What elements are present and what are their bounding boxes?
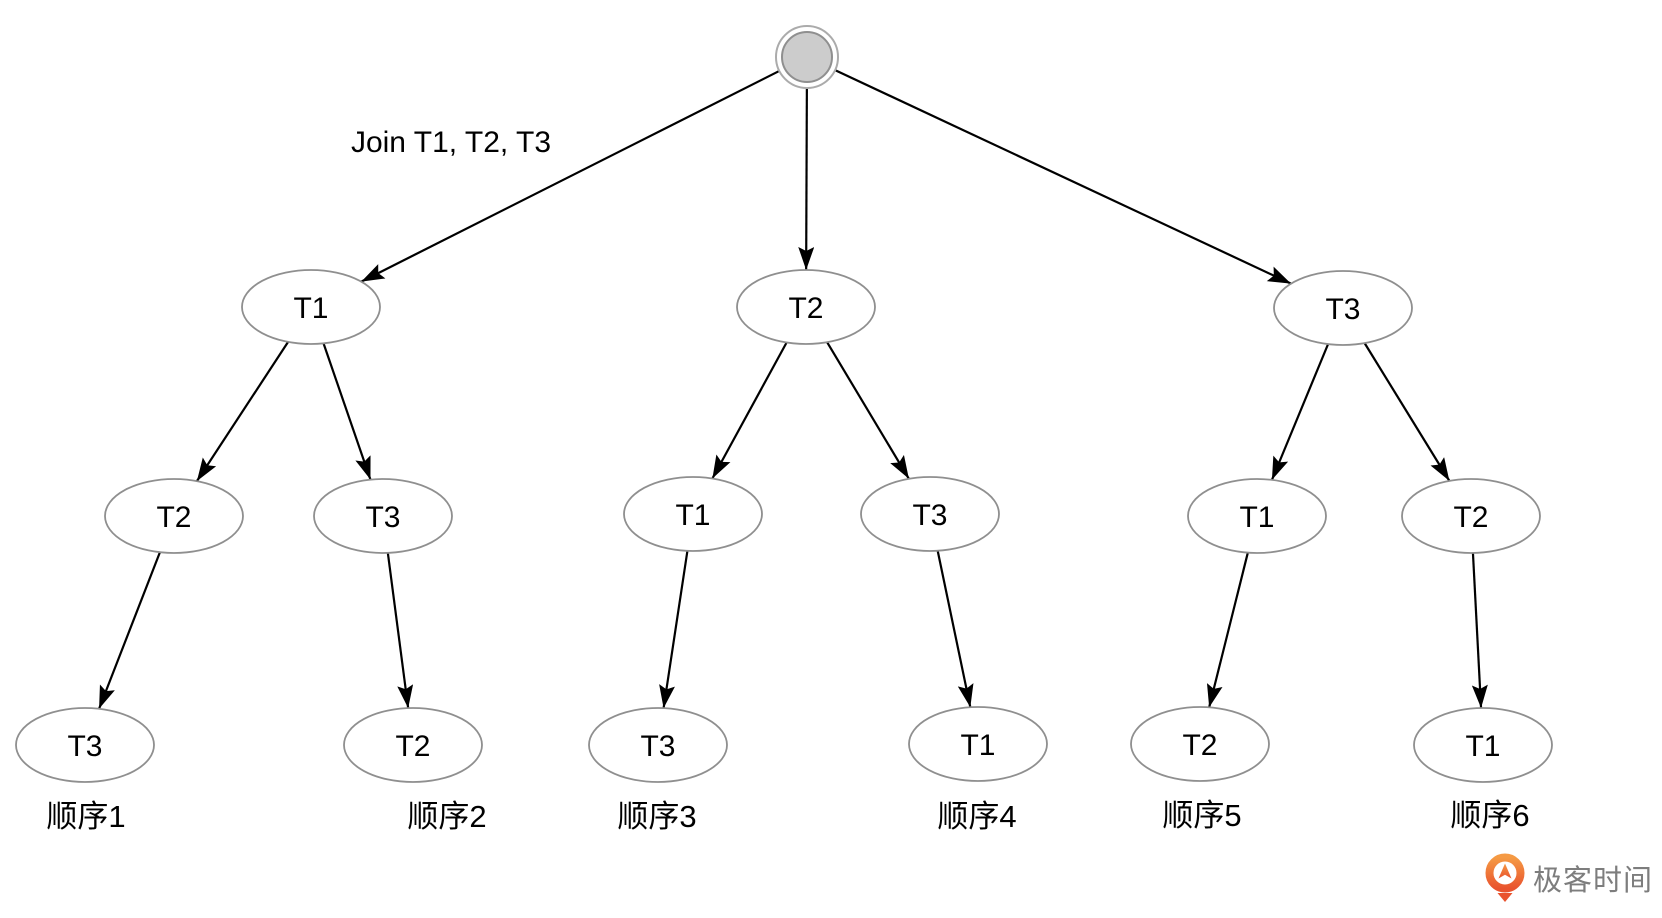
node-ellipse: [1273, 270, 1413, 346]
geektime-logo-text: 极客时间: [1533, 865, 1654, 897]
tree-edge-n_t3-n_t3_t2: [1363, 342, 1451, 482]
tree-node-n_t2_t1: T1: [623, 476, 763, 552]
join-annotation: Join T1, T2, T3: [351, 126, 551, 159]
root-node-inner-circle: [781, 31, 833, 83]
geektime-pin-icon: [1485, 853, 1525, 902]
order-label-3: 顺序3: [617, 799, 696, 834]
tree-edge-n_t2_t3-n_o4: [936, 550, 974, 708]
tree-node-n_o3: T3: [588, 707, 728, 783]
order-label-5: 顺序5: [1162, 798, 1241, 833]
node-label: T2: [1182, 729, 1217, 762]
tree-node-n_o6: T1: [1413, 707, 1553, 783]
tree-edge-n_t2_t1-n_o3: [659, 550, 689, 709]
node-ellipse: [15, 707, 155, 783]
node-label: T3: [912, 499, 947, 532]
node-label: T2: [1453, 501, 1488, 534]
tree-node-n_o2: T2: [343, 707, 483, 783]
tree-edge-n_t1-n_t1_t3: [322, 343, 372, 480]
tree-node-n_t3: T3: [1273, 270, 1413, 346]
node-label: T2: [156, 501, 191, 534]
tree-edge-n_t3-n_t3_t1: [1270, 343, 1330, 481]
node-ellipse: [860, 476, 1000, 552]
node-label: T1: [1239, 501, 1274, 534]
order-label-2: 顺序2: [407, 799, 486, 834]
node-label: T3: [67, 730, 102, 763]
node-label: T3: [640, 730, 675, 763]
node-label: T1: [293, 292, 328, 325]
tree-node-n_t3_t1: T1: [1187, 478, 1327, 554]
node-ellipse: [1401, 478, 1541, 554]
node-label: T1: [675, 499, 710, 532]
tree-edge-root-n_t1: [360, 69, 780, 283]
node-ellipse: [241, 269, 381, 345]
node-label: T2: [395, 730, 430, 763]
tree-node-n_t1_t2: T2: [104, 478, 244, 554]
tree-node-n_o4: T1: [908, 706, 1048, 782]
tree-edge-n_t2-n_t2_t1: [711, 341, 788, 480]
tree-edge-n_t1-n_t1_t2: [195, 341, 290, 482]
node-ellipse: [736, 269, 876, 345]
node-ellipse: [104, 478, 244, 554]
tree-node-n_t3_t2: T2: [1401, 478, 1541, 554]
node-ellipse: [313, 478, 453, 554]
tree-node-n_t2: T2: [736, 269, 876, 345]
node-ellipse: [908, 706, 1048, 782]
node-ellipse: [588, 707, 728, 783]
node-ellipse: [623, 476, 763, 552]
tree-edge-n_t1_t2-n_o1: [98, 551, 161, 710]
node-label: T2: [788, 292, 823, 325]
tree-node-n_t2_t3: T3: [860, 476, 1000, 552]
node-label: T3: [1325, 293, 1360, 326]
tree-edge-n_t2-n_t2_t3: [826, 341, 910, 480]
order-label-6: 顺序6: [1450, 798, 1529, 833]
tree-node-n_o5: T2: [1130, 706, 1270, 782]
order-label-4: 顺序4: [937, 799, 1016, 834]
node-ellipse: [1413, 707, 1553, 783]
node-label: T1: [1465, 730, 1500, 763]
node-ellipse: [343, 707, 483, 783]
tree-node-n_o1: T3: [15, 707, 155, 783]
tree-edge-n_t3_t2-n_o6: [1471, 552, 1488, 709]
order-label-1: 顺序1: [46, 799, 125, 834]
node-ellipse: [1130, 706, 1270, 782]
tree-edge-root-n_t3: [834, 69, 1292, 285]
tree-edge-n_t1_t3-n_o2: [386, 552, 414, 709]
tree-node-n_t1: T1: [241, 269, 381, 345]
node-ellipse: [1187, 478, 1327, 554]
tree-node-root: [775, 25, 839, 89]
tree-node-n_t1_t3: T3: [313, 478, 453, 554]
node-label: T3: [365, 501, 400, 534]
node-label: T1: [960, 729, 995, 762]
tree-edge-root-n_t2: [798, 87, 815, 271]
geektime-logo: 极客时间: [1482, 852, 1653, 904]
tree-edge-n_t3_t1-n_o5: [1206, 552, 1249, 708]
